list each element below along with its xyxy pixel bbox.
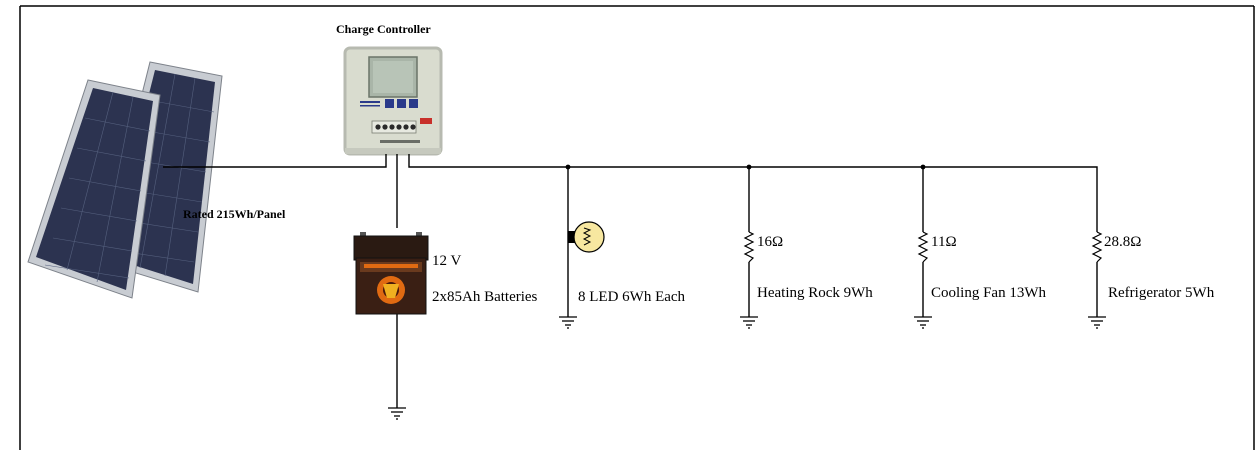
- panel-rating-label: Rated 215Wh/Panel: [183, 207, 286, 221]
- resistor-refrigerator: [1091, 231, 1103, 263]
- battery-spec-label: 2x85Ah Batteries: [432, 289, 538, 305]
- ground-symbol-cooling-fan: [914, 316, 932, 329]
- led-bulb-icon: [568, 221, 605, 253]
- charge-controller-device: [343, 46, 443, 156]
- charge-controller-label: Charge Controller: [336, 22, 431, 36]
- heating-rock-resistance: 16Ω: [757, 234, 784, 250]
- refrigerator-label: Refrigerator 5Wh: [1108, 285, 1215, 301]
- resistor-heating-rock: [743, 231, 755, 263]
- resistor-cooling-fan: [917, 231, 929, 263]
- led-label: 8 LED 6Wh Each: [578, 289, 686, 305]
- refrigerator-resistance: 28.8Ω: [1104, 234, 1142, 250]
- cooling-fan-resistance: 11Ω: [931, 234, 957, 250]
- battery-device: [353, 232, 429, 315]
- diagram-border: [19, 5, 1255, 450]
- cooling-fan-label: Cooling Fan 13Wh: [931, 285, 1046, 301]
- solar-panel-front: [27, 79, 161, 299]
- battery-voltage-label: 12 V: [432, 253, 462, 269]
- ground-symbol-led: [559, 316, 577, 329]
- junction-dots: [565, 164, 926, 170]
- ground-symbol-heating-rock: [740, 316, 758, 329]
- ground-symbol-battery: [388, 407, 406, 420]
- ground-symbol-refrigerator: [1088, 316, 1106, 329]
- circuit-wiring: [163, 154, 1098, 408]
- heating-rock-label: Heating Rock 9Wh: [757, 285, 873, 301]
